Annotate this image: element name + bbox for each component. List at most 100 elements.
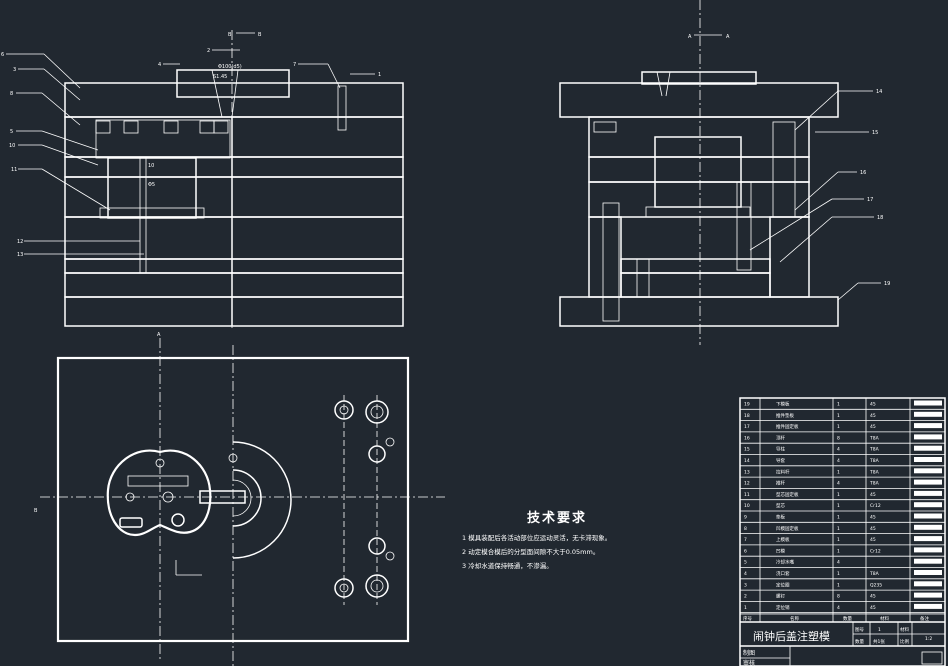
bom-remark-mark	[914, 411, 942, 417]
bom-cell: 型芯	[776, 502, 785, 509]
svg-text:13: 13	[17, 252, 23, 258]
right-section-view: A A	[559, 0, 839, 345]
bom-cell: 凹模	[776, 547, 785, 554]
svg-text:材料: 材料	[900, 626, 909, 633]
svg-text:18: 18	[877, 215, 883, 221]
bom-cell: 19	[744, 402, 750, 408]
tech-item-1: 1 模具装配后各活动部位应运动灵活，无卡滞现象。	[462, 533, 611, 542]
bom-cell: 45	[870, 537, 876, 543]
bom-cell: 45	[870, 594, 876, 600]
bom-cell: 导柱	[776, 446, 785, 453]
bom-cell: 推件固定板	[776, 423, 799, 430]
bom-cell: 导套	[776, 457, 785, 464]
bom-remark-mark	[914, 423, 942, 429]
right-callouts: 14 15 16 17 18 19	[749, 89, 890, 301]
svg-text:A: A	[726, 34, 730, 40]
bom-cell: 4	[744, 571, 747, 577]
bom-remark-mark	[914, 502, 942, 508]
bom-cell: 1	[837, 571, 840, 577]
bom-remark-mark	[914, 479, 942, 485]
svg-text:6: 6	[1, 52, 4, 58]
bom-cell: 3	[744, 582, 747, 588]
bom-remark-mark	[914, 457, 942, 462]
bom-cell: 16	[744, 435, 750, 441]
bom-cell: T8A	[869, 458, 880, 464]
dim-locating-ring: Φ100(d5)	[218, 64, 242, 70]
bom-cell: T8A	[869, 469, 880, 475]
bom-cell: T8A	[869, 435, 880, 441]
bom-cell: 推件垫板	[776, 412, 794, 419]
support-plate	[64, 176, 404, 218]
left-section-view: Φ100(d5) S1.45 10 Φ5 B B	[64, 30, 404, 330]
bom-cell: 1	[837, 582, 840, 588]
bom-remark-mark	[914, 603, 942, 609]
bom-cell: 9	[744, 515, 747, 521]
svg-text:图号: 图号	[855, 627, 864, 633]
svg-text:19: 19	[884, 281, 890, 287]
bom-cell: 1	[837, 424, 840, 430]
runner-arc	[232, 441, 292, 559]
svg-text:7: 7	[293, 62, 296, 68]
ejector-plate	[64, 272, 404, 298]
bom-cell: 13	[744, 469, 750, 475]
svg-text:B: B	[34, 508, 38, 514]
bom-cell: T8A	[869, 447, 880, 453]
tech-item-3: 3 冷却水道保持畅通，不渗漏。	[462, 561, 553, 570]
svg-text:17: 17	[867, 197, 873, 203]
svg-text:1: 1	[878, 627, 881, 633]
bom-cell: 10	[744, 503, 750, 509]
bom-remark-mark	[914, 490, 942, 496]
bom-remark-mark	[914, 570, 942, 575]
svg-text:1: 1	[378, 72, 381, 78]
bom-cell: 45	[870, 515, 876, 521]
bom-cell: 1	[837, 402, 840, 408]
svg-text:12: 12	[17, 239, 23, 245]
bom-cell: 12	[744, 481, 750, 487]
cavity-region	[95, 119, 231, 159]
svg-text:5: 5	[10, 129, 13, 135]
bom-cell: 冷却水嘴	[776, 559, 794, 566]
bom-cell: 45	[870, 413, 876, 419]
ejector-pin	[139, 157, 147, 274]
tech-item-2: 2 动定模合模后的分型面间隙不大于0.05mm。	[462, 547, 599, 556]
svg-text:B: B	[258, 32, 262, 38]
svg-text:15: 15	[872, 130, 878, 136]
svg-text:备注: 备注	[920, 615, 929, 622]
bom-remark-mark	[914, 513, 942, 519]
svg-text:14: 14	[876, 89, 882, 95]
bom-cell: Cr12	[870, 548, 881, 554]
bom-cell: 4	[837, 481, 840, 487]
svg-text:A: A	[688, 34, 692, 40]
bom-cell: 推杆	[776, 480, 785, 487]
svg-text:制图: 制图	[743, 649, 755, 657]
bom-cell: 1	[837, 526, 840, 532]
bom-cell: 1	[837, 503, 840, 509]
svg-text:10: 10	[9, 143, 15, 149]
guide-pin-left	[337, 85, 347, 131]
svg-text:A: A	[157, 332, 161, 338]
svg-text:数量: 数量	[843, 615, 852, 622]
left-callouts: 6 3 8 5 10 11 12 13	[1, 52, 144, 258]
bom-cell: 15	[744, 447, 750, 453]
svg-text:审核: 审核	[743, 659, 755, 666]
svg-text:11: 11	[11, 167, 17, 173]
bom-cell: 拉料杆	[776, 468, 790, 475]
svg-text:B: B	[228, 32, 232, 38]
bom-cell: 5	[744, 560, 747, 566]
svg-text:8: 8	[10, 91, 13, 97]
bom-cell: 1	[837, 469, 840, 475]
bom-cell: 垫板	[776, 514, 785, 521]
bom-cell: 6	[744, 548, 747, 554]
right-bottom-clamp	[559, 296, 839, 327]
plan-view: A B	[34, 332, 445, 666]
spacer-space	[64, 216, 404, 260]
bom-cell: 1	[837, 537, 840, 543]
bom-cell: 1	[837, 548, 840, 554]
bom-remark-mark	[914, 524, 942, 530]
bom-cell: 45	[870, 424, 876, 430]
bom-cell: 4	[837, 447, 840, 453]
bom-cell: 1	[837, 515, 840, 521]
bom-remark-mark	[914, 445, 942, 451]
bom-cell: 凹模固定板	[776, 525, 799, 532]
